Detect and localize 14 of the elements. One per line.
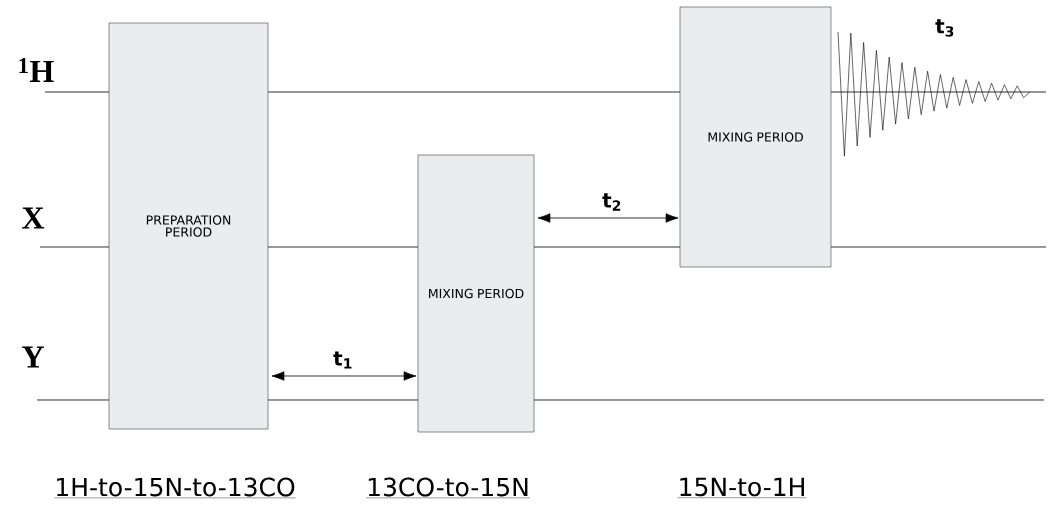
channel-label: $^{1}$H [19, 58, 54, 82]
interval-label: t$_{1}$ [333, 351, 352, 369]
period-box: MIXING PERIOD [417, 154, 535, 433]
interval-arrow [537, 213, 679, 223]
period-box: MIXING PERIOD [679, 6, 832, 268]
period-box: PREPARATION PERIOD [108, 22, 269, 430]
interval-label: t$_{3}$ [935, 19, 954, 37]
step-caption: 15N-to-1H [677, 477, 807, 498]
channel-label: X [22, 207, 45, 229]
channel-label: Y [22, 346, 44, 368]
step-caption: 1H-to-15N-to-13CO [54, 477, 296, 499]
step-caption: 13CO-to-15N [365, 477, 531, 499]
interval-arrow [271, 371, 417, 381]
interval-label: t$_{2}$ [602, 193, 621, 211]
